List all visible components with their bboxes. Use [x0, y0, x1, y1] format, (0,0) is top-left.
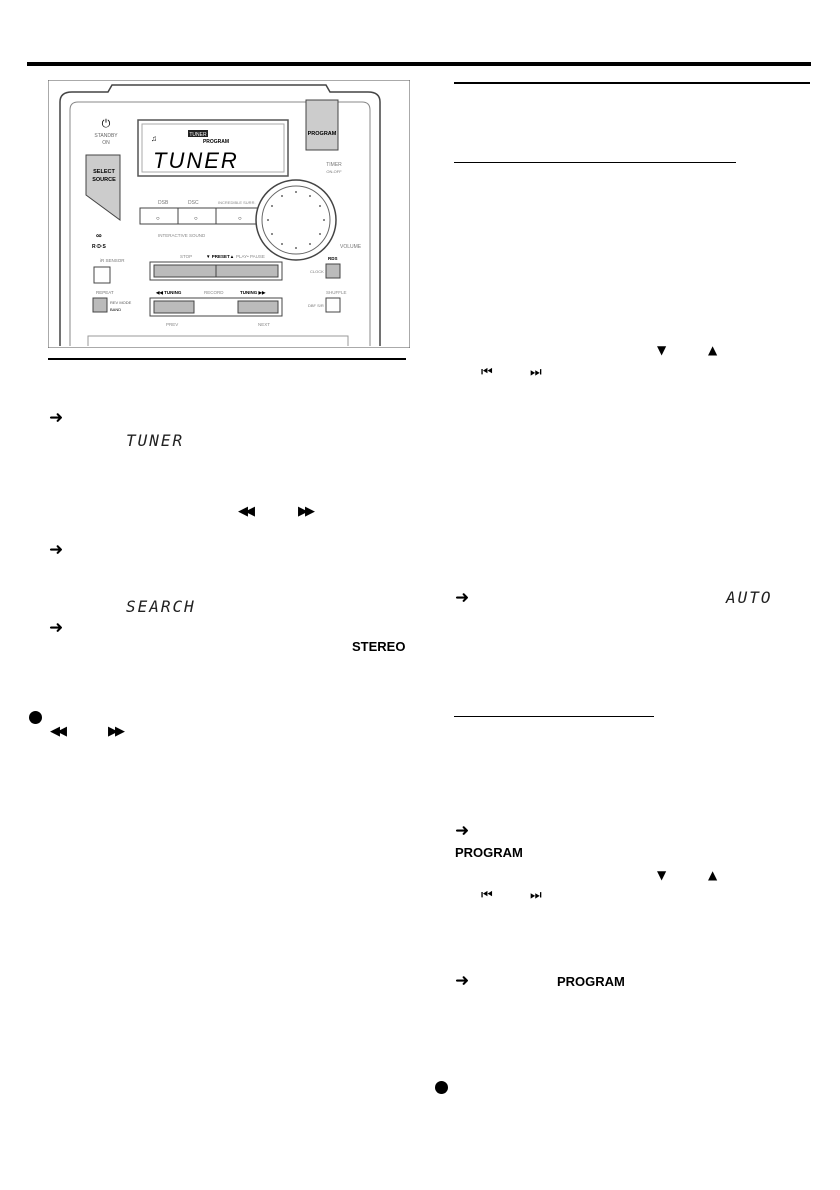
svg-text:NEXT: NEXT — [258, 322, 270, 327]
next-track-icon: ⏭ — [530, 365, 542, 380]
program-label: PROGRAM — [455, 845, 523, 860]
down-arrow-icon: ▼ — [657, 343, 667, 357]
svg-text:BAND: BAND — [110, 307, 121, 312]
svg-text:◀◀ TUNING: ◀◀ TUNING — [155, 290, 182, 295]
up-arrow-icon: ▲ — [708, 868, 718, 882]
svg-text:○: ○ — [238, 216, 242, 222]
svg-text:STANDBY: STANDBY — [94, 133, 118, 139]
device-illustration: ⏻ STANDBY ON SELECT SOURCE ∞ R·D·S iR SE… — [48, 80, 410, 348]
svg-text:TIMER: TIMER — [326, 162, 342, 168]
left-section-rule — [48, 358, 406, 360]
svg-text:STOP: STOP — [180, 254, 192, 259]
svg-text:TUNER: TUNER — [153, 148, 239, 173]
disc-icon: ♫ — [151, 134, 157, 143]
arrow-icon: ➜ — [455, 588, 470, 608]
standby-icon: ⏻ — [102, 118, 111, 130]
rewind-icon: ◀◀ — [238, 504, 255, 519]
svg-text:PREV: PREV — [166, 322, 178, 327]
bullet-icon — [29, 711, 42, 724]
stereo-label: STEREO — [352, 639, 406, 654]
previous-track-icon: ⏮ — [481, 888, 493, 903]
rewind-icon: ◀◀ — [50, 724, 67, 739]
arrow-icon: ➜ — [49, 408, 64, 428]
svg-text:PROGRAM: PROGRAM — [203, 139, 229, 145]
lcd-auto: AUTO — [726, 588, 773, 607]
arrow-icon: ➜ — [49, 618, 64, 638]
svg-text:DSC: DSC — [188, 200, 199, 206]
svg-text:INCREDIBLE SURR.: INCREDIBLE SURR. — [218, 200, 256, 205]
lcd-search: SEARCH — [126, 597, 196, 616]
rds-logo-icon: ∞ — [96, 231, 102, 240]
svg-text:iR SENSOR: iR SENSOR — [100, 258, 125, 263]
svg-text:○: ○ — [156, 216, 160, 222]
svg-text:▼ PRESET▲: ▼ PRESET▲ — [206, 254, 234, 259]
fast-forward-icon: ▶▶ — [298, 504, 315, 519]
right-heading-underline-2 — [454, 716, 654, 717]
svg-text:RECORD: RECORD — [204, 290, 224, 295]
svg-text:SOURCE: SOURCE — [92, 177, 116, 183]
svg-text:REV MODE: REV MODE — [110, 300, 132, 305]
right-top-rule — [454, 82, 810, 84]
svg-text:TUNER: TUNER — [189, 132, 207, 138]
svg-text:R·D·S: R·D·S — [92, 244, 107, 250]
svg-text:SHUFFLE: SHUFFLE — [326, 290, 347, 295]
fast-forward-icon: ▶▶ — [108, 724, 125, 739]
svg-text:DBF S/R: DBF S/R — [308, 303, 324, 308]
arrow-icon: ➜ — [455, 971, 470, 991]
program-label: PROGRAM — [557, 974, 625, 989]
svg-text:RDS: RDS — [328, 256, 338, 261]
next-track-icon: ⏭ — [530, 888, 542, 903]
lcd-tuner: TUNER — [126, 431, 185, 450]
right-heading-underline-1 — [454, 162, 736, 163]
svg-text:SELECT: SELECT — [93, 169, 115, 175]
down-arrow-icon: ▼ — [657, 868, 667, 882]
svg-text:○: ○ — [194, 216, 198, 222]
svg-text:TUNING ▶▶: TUNING ▶▶ — [240, 290, 267, 295]
svg-text:ON: ON — [102, 140, 110, 146]
up-arrow-icon: ▲ — [708, 343, 718, 357]
top-rule — [27, 62, 811, 66]
svg-text:CLOCK: CLOCK — [310, 269, 324, 274]
svg-text:DSB: DSB — [158, 200, 169, 206]
previous-track-icon: ⏮ — [481, 365, 493, 380]
arrow-icon: ➜ — [49, 540, 64, 560]
svg-text:INTERACTIVE SOUND: INTERACTIVE SOUND — [158, 233, 206, 238]
svg-text:ON-OFF: ON-OFF — [326, 169, 342, 174]
svg-text:VOLUME: VOLUME — [340, 244, 362, 250]
svg-text:PLAY• PAUSE: PLAY• PAUSE — [236, 254, 265, 259]
svg-text:PROGRAM: PROGRAM — [308, 131, 337, 137]
bullet-icon — [435, 1081, 448, 1094]
svg-text:REPEAT: REPEAT — [96, 290, 114, 295]
arrow-icon: ➜ — [455, 821, 470, 841]
